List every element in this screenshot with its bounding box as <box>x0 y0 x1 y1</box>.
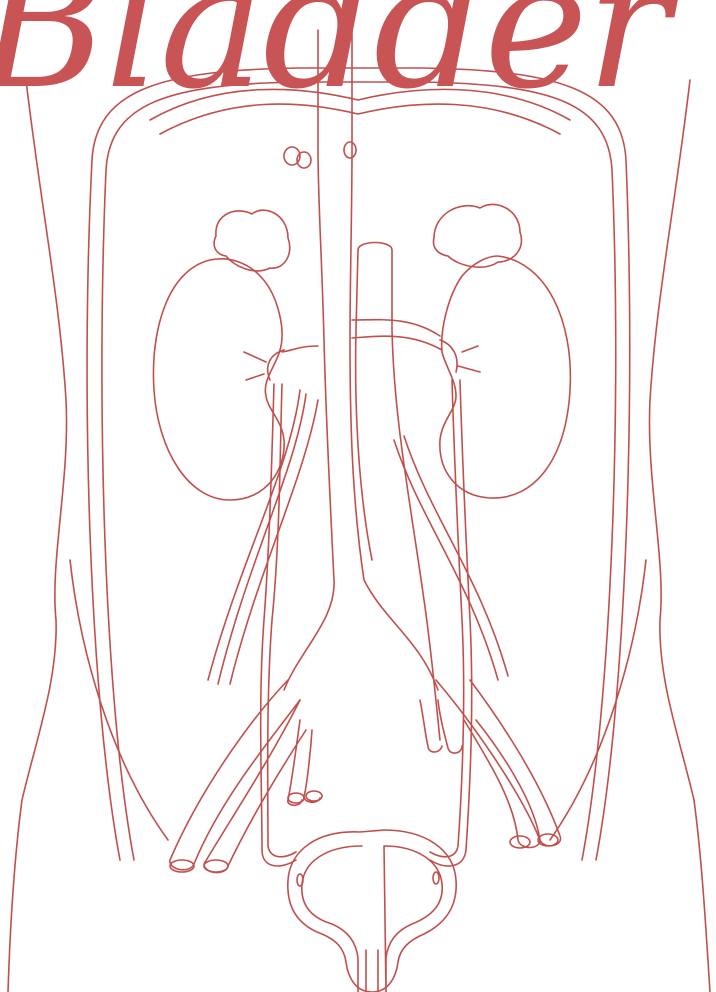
torso-left-outline <box>8 80 67 992</box>
pelvis-left-outline <box>70 560 168 840</box>
right-internal-iliac <box>420 700 462 753</box>
vena-cava-inner <box>356 250 372 560</box>
right-renal-pelvis <box>440 340 480 372</box>
pelvis-right-outline <box>550 560 646 840</box>
vessel-end-6 <box>538 834 558 846</box>
left-adrenal-gland <box>214 210 290 271</box>
vessel-end-2 <box>204 860 228 872</box>
vena-cava <box>358 243 440 741</box>
vessel-end-3 <box>288 793 304 803</box>
right-iliac-artery <box>436 680 561 846</box>
torso-right-outline <box>649 80 710 992</box>
bladder <box>288 830 456 992</box>
right-iliac-branch <box>464 720 540 848</box>
left-iliac-artery <box>170 680 300 870</box>
vessel-end-4 <box>306 791 322 801</box>
left-renal-vessel <box>282 346 318 352</box>
bladder-inner-wall <box>302 846 442 992</box>
left-gonadal-vessel-1 <box>208 390 300 680</box>
rib-contour-inner <box>102 82 616 860</box>
right-gonadal-vessel-1 <box>394 440 498 680</box>
left-kidney <box>153 259 284 500</box>
branch-node-3 <box>344 142 356 158</box>
aorta <box>284 30 334 690</box>
urethra <box>366 950 378 992</box>
ureter-orifice-right <box>433 872 439 884</box>
left-gonadal-vessel-3 <box>230 400 318 684</box>
right-renal-vein <box>352 320 442 350</box>
diagram-title: Bladder <box>0 0 668 114</box>
right-ureter-inner <box>430 380 464 857</box>
right-kidney <box>440 256 571 498</box>
vessel-end-5 <box>510 836 530 848</box>
right-ureter <box>430 380 472 866</box>
